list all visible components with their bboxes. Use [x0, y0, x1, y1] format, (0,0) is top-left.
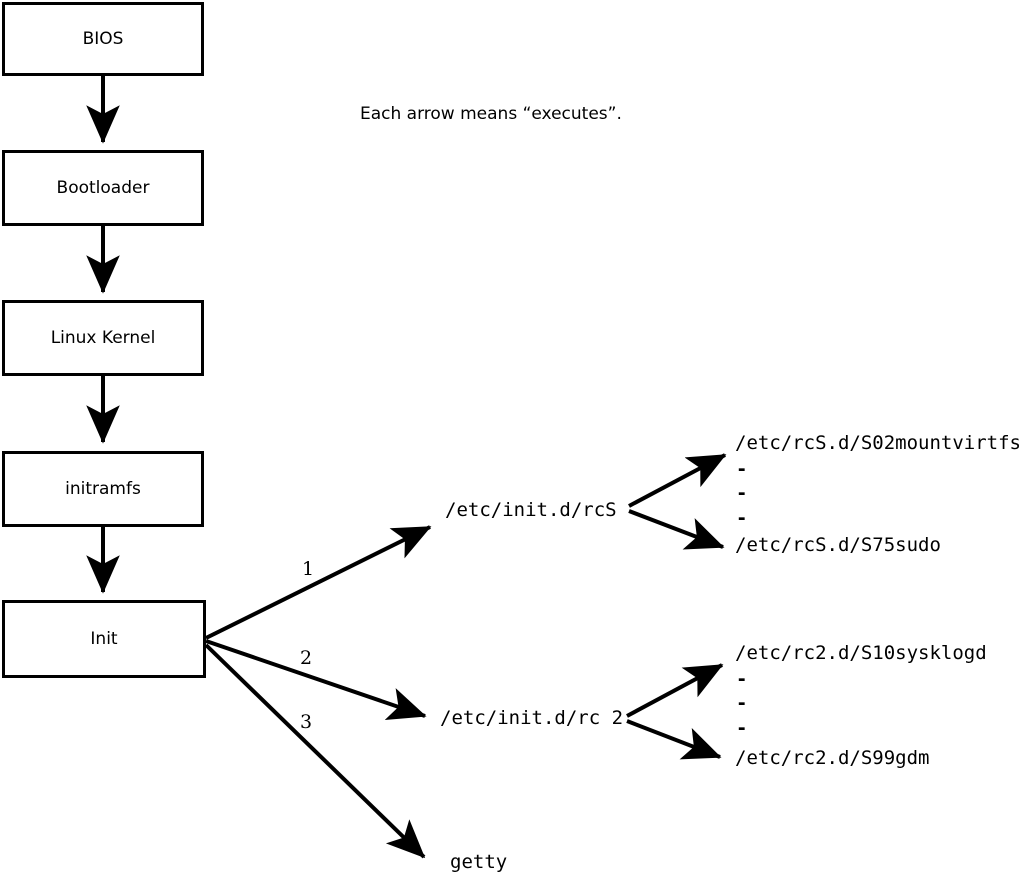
node-linux-kernel[interactable]: Linux Kernel	[2, 300, 204, 376]
node-rc2-script[interactable]: /etc/init.d/rc 2	[440, 707, 624, 729]
node-bios-label: BIOS	[82, 28, 124, 49]
rcs-ellipsis-dash-2: -	[736, 482, 748, 504]
node-getty[interactable]: getty	[450, 851, 508, 873]
node-bios[interactable]: BIOS	[2, 2, 204, 76]
arrow-rc2-to-first-script	[626, 663, 724, 718]
arrow-rc2-to-last-script	[626, 719, 722, 760]
node-init[interactable]: Init	[2, 600, 206, 678]
edge-label-1: 1	[302, 558, 315, 580]
rcs-script-first[interactable]: /etc/rcS.d/S02mountvirtfs	[735, 432, 1021, 454]
caption-text: Each arrow means “executes”.	[360, 104, 622, 124]
rc2-ellipsis-dash-3: -	[736, 717, 748, 739]
rc2-script-last[interactable]: /etc/rc2.d/S99gdm	[735, 747, 930, 769]
arrow-init-to-getty	[204, 643, 426, 859]
node-initramfs-label: initramfs	[65, 478, 141, 499]
node-init-label: Init	[90, 628, 118, 649]
rcs-ellipsis-dash-3: -	[736, 507, 748, 529]
node-rcs-script[interactable]: /etc/init.d/rcS	[445, 499, 617, 521]
edge-label-2: 2	[300, 647, 313, 669]
node-bootloader-label: Bootloader	[56, 177, 150, 198]
rc2-script-first[interactable]: /etc/rc2.d/S10sysklogd	[735, 642, 987, 664]
rcs-script-last[interactable]: /etc/rcS.d/S75sudo	[735, 534, 941, 556]
arrow-rcs-to-first-script	[628, 453, 727, 508]
arrow-init-to-rcs	[205, 525, 432, 640]
edge-label-3: 3	[300, 711, 313, 733]
arrow-rcs-to-last-script	[628, 509, 725, 550]
rcs-ellipsis-dash-1: -	[736, 458, 748, 480]
rc2-ellipsis-dash-1: -	[736, 668, 748, 690]
node-linux-kernel-label: Linux Kernel	[50, 327, 156, 348]
node-bootloader[interactable]: Bootloader	[2, 150, 204, 226]
node-initramfs[interactable]: initramfs	[2, 451, 204, 527]
rc2-ellipsis-dash-2: -	[736, 692, 748, 714]
arrow-init-to-rc2	[205, 639, 427, 720]
